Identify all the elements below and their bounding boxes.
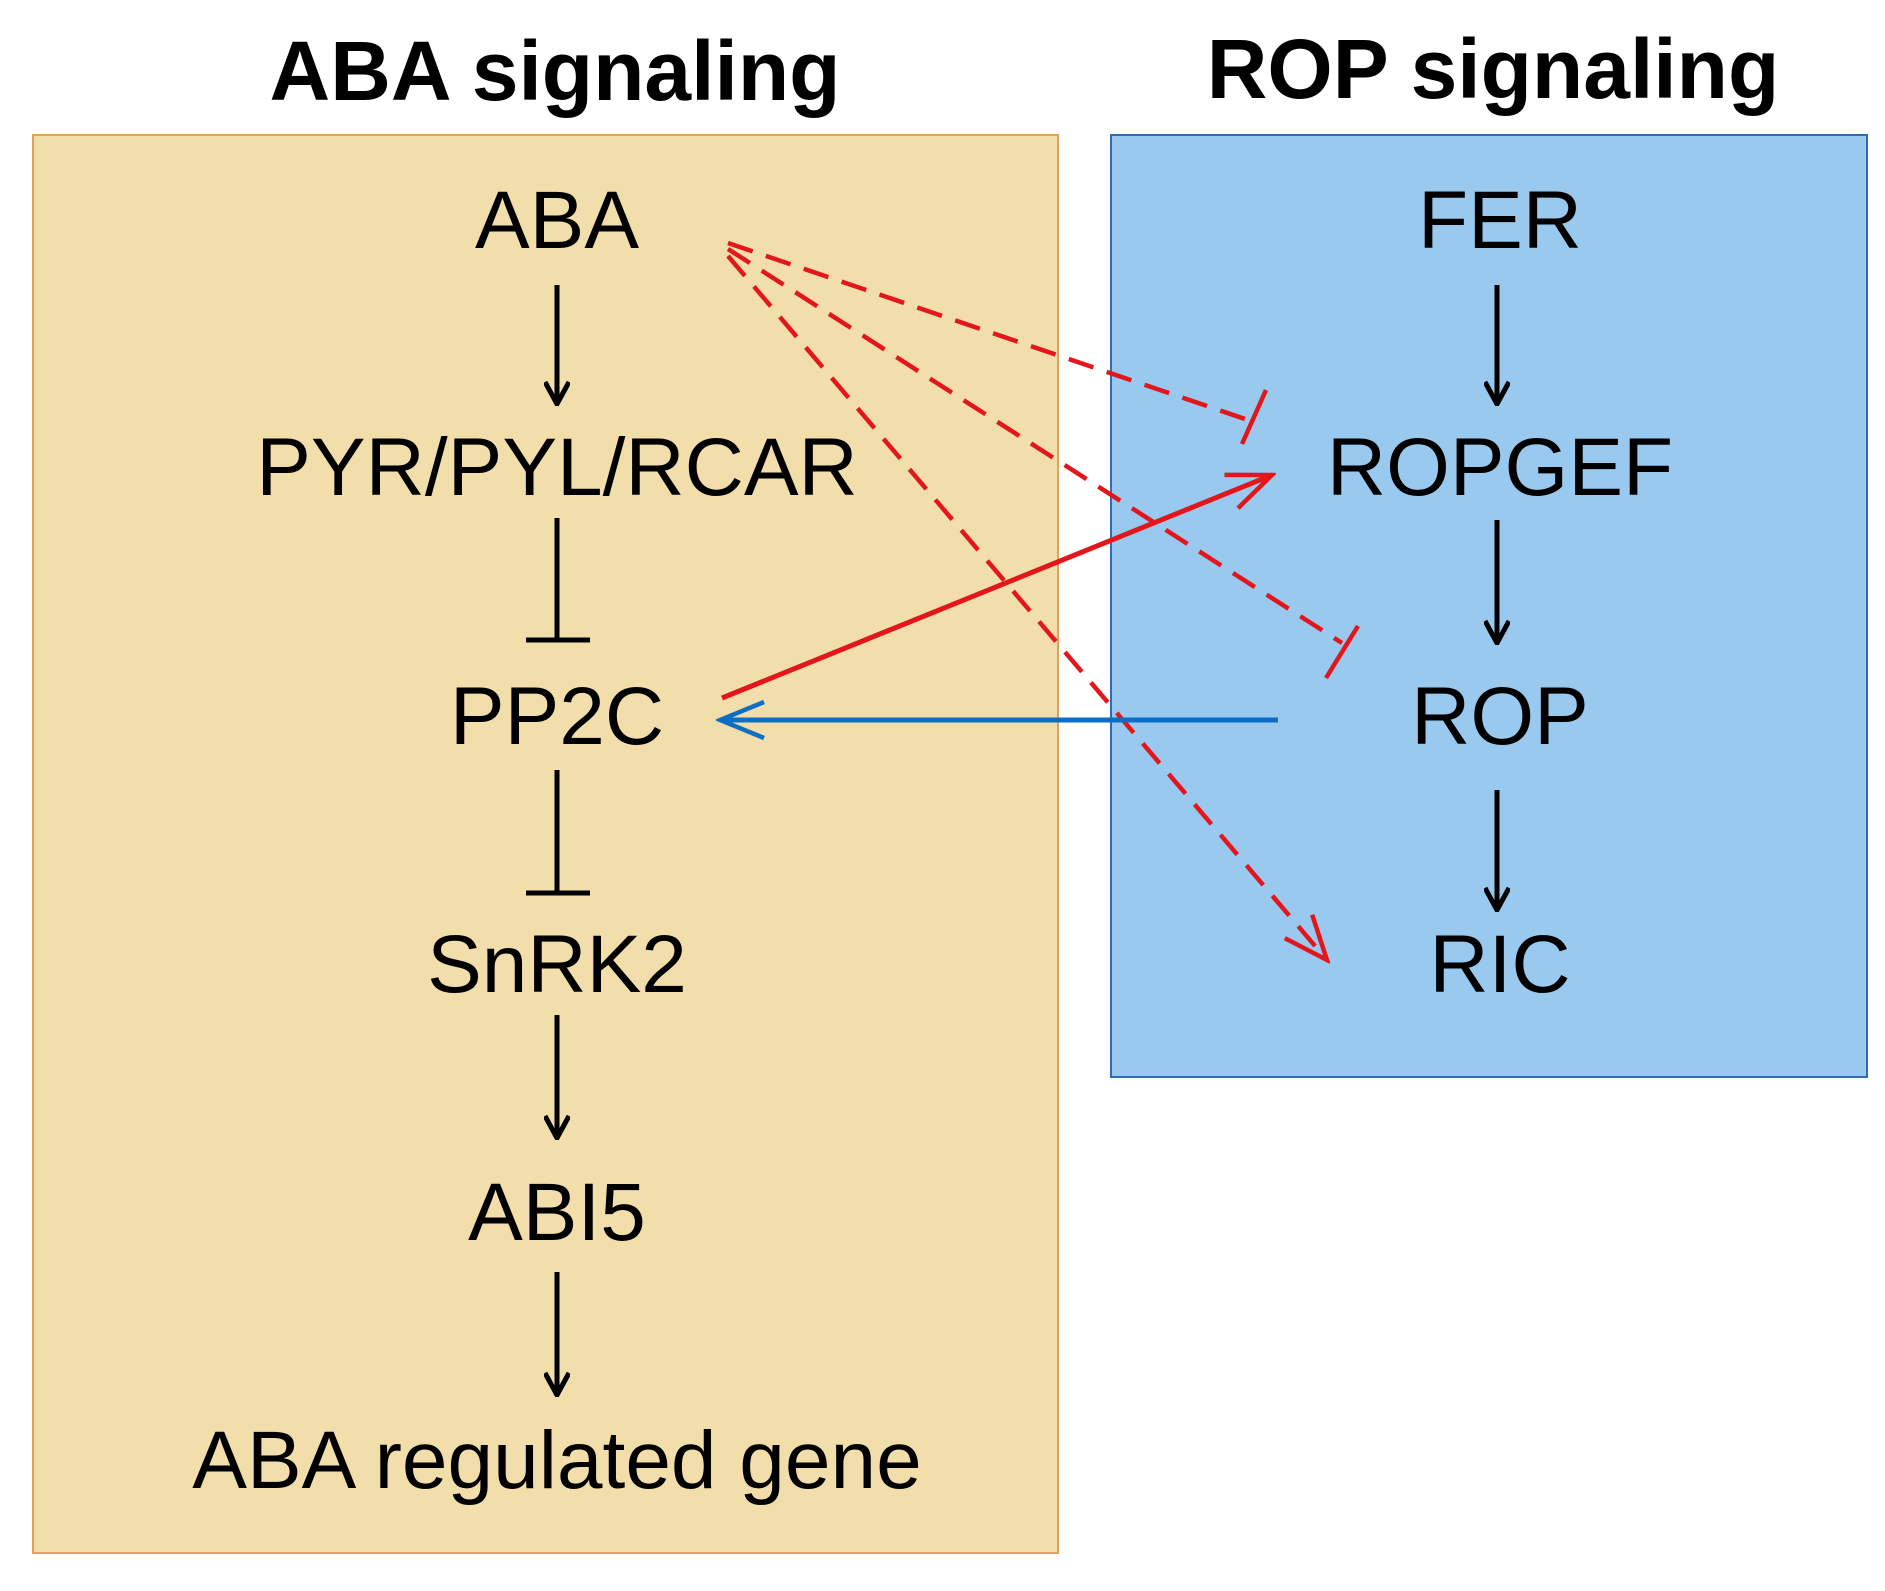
node-fer: FER <box>1418 175 1582 266</box>
edge-aba-inhibits-rop <box>726 247 1360 680</box>
node-abi5: ABI5 <box>468 1167 646 1258</box>
aba-panel-title: ABA signaling <box>270 24 841 118</box>
aba-panel-box <box>32 134 1059 1554</box>
node-aba-regulated-gene: ABA regulated gene <box>192 1415 921 1506</box>
edge-pp2c-to-ropgef <box>721 475 1272 701</box>
node-ric: RIC <box>1429 919 1570 1010</box>
node-rop: ROP <box>1411 671 1589 762</box>
edge-pp2c-inhibits-snrk2 <box>526 770 590 896</box>
node-pyr-pyl-rcar: PYR/PYL/RCAR <box>256 422 858 513</box>
node-ropgef: ROPGEF <box>1327 422 1673 513</box>
rop-panel-box <box>1110 134 1868 1078</box>
edge-pyr-inhibits-pp2c <box>526 518 590 643</box>
node-pp2c: PP2C <box>450 671 664 762</box>
node-aba: ABA <box>475 175 639 266</box>
node-snrk2: SnRK2 <box>427 919 687 1010</box>
edge-aba-to-ric <box>726 254 1327 960</box>
edge-aba-inhibits-ropgef <box>727 240 1269 445</box>
rop-panel-title: ROP signaling <box>1207 22 1780 116</box>
